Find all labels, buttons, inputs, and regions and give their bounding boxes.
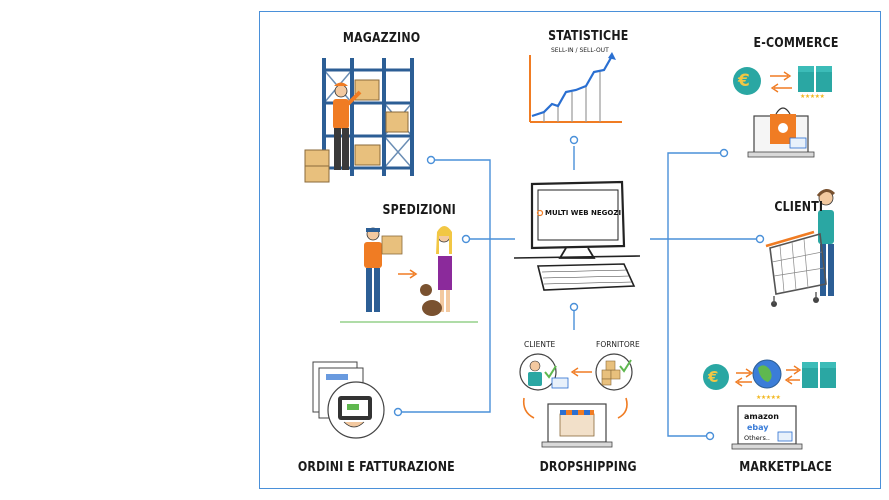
brand-amazon: amazon: [744, 412, 779, 421]
label-magazzino: MAGAZZINO: [342, 31, 421, 46]
customers-illustration: [765, 189, 836, 307]
rating-stars-ecommerce: ★★★★★: [800, 93, 825, 100]
monitor-illustration: [513, 180, 641, 291]
connector-right: [667, 152, 724, 437]
label-ecommerce: E-COMMERCE: [753, 36, 839, 51]
label-spedizioni: SPEDIZIONI: [382, 203, 456, 218]
label-marketplace: MARKETPLACE: [739, 460, 833, 475]
label-ordini: ORDINI E FATTURAZIONE: [297, 460, 455, 475]
label-dropshipping: DROPSHIPPING: [539, 460, 637, 475]
label-statistiche-sub: SELL-IN / SELL-OUT: [551, 47, 609, 54]
rating-stars-marketplace: ★★★★★: [756, 394, 781, 401]
brand-others: Others..: [744, 434, 770, 442]
marketplace-illustration: [703, 359, 836, 450]
ecommerce-illustration: [733, 66, 832, 158]
label-clienti: CLIENTI: [774, 200, 824, 215]
statistics-illustration: [529, 52, 622, 123]
shipping-illustration: [340, 226, 478, 323]
monitor-logo-text: MULTI WEB NEGOZI: [545, 209, 622, 217]
euro-icon: €: [738, 71, 750, 91]
label-cliente: CLIENTE: [524, 340, 556, 349]
warehouse-illustration: [304, 58, 414, 183]
label-fornitore: FORNITORE: [596, 340, 640, 349]
dropshipping-illustration: [519, 353, 633, 448]
orders-illustration: [312, 361, 385, 439]
connector-dots: [393, 135, 765, 441]
connector-left: [398, 159, 491, 413]
brand-ebay: ebay: [747, 423, 769, 432]
label-statistiche: STATISTICHE: [548, 29, 629, 44]
euro-icon-marketplace: €: [708, 368, 719, 386]
connector-lines: [398, 146, 757, 437]
